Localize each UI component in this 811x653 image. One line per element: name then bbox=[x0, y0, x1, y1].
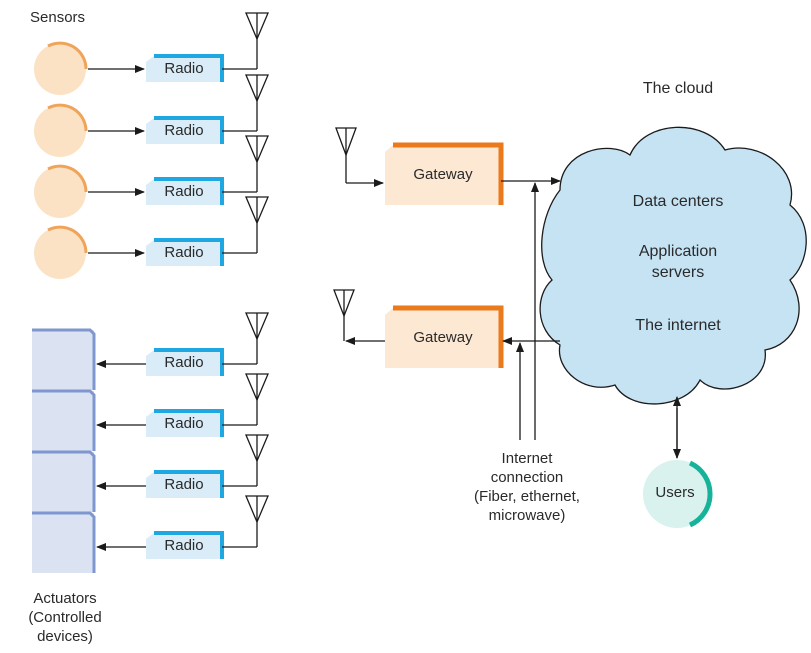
sensor-radio-label: Radio bbox=[164, 244, 204, 261]
sensor-icon bbox=[34, 41, 88, 95]
actuator-icon bbox=[32, 389, 96, 451]
gateway-bottom-label: Gateway bbox=[413, 329, 473, 346]
users-icon bbox=[643, 460, 713, 528]
sensor-icon bbox=[34, 164, 88, 218]
actuator-radio-label: Radio bbox=[164, 354, 204, 371]
actuators-label: Actuators (Controlled devices) bbox=[28, 590, 102, 645]
antenna-icon bbox=[222, 12, 269, 70]
actuator-radio-box bbox=[146, 531, 224, 559]
sensor-radio-box bbox=[146, 238, 224, 266]
cloud-application-servers: Application servers bbox=[638, 243, 718, 281]
sensor-row bbox=[34, 12, 269, 95]
actuator-row bbox=[32, 495, 269, 573]
cloud-title: The cloud bbox=[642, 80, 714, 97]
cloud-shape bbox=[539, 126, 807, 405]
antenna-icon bbox=[222, 312, 269, 365]
sensors-label: Sensors bbox=[30, 9, 86, 26]
internet-connection-label: Internet connection (Fiber, ethernet, mi… bbox=[474, 450, 580, 524]
antenna-icon bbox=[222, 196, 269, 254]
antenna-icon bbox=[222, 373, 269, 426]
actuator-row bbox=[32, 434, 269, 512]
gateway-top-antenna-icon bbox=[335, 127, 384, 187]
actuator-radio-box bbox=[146, 409, 224, 437]
actuator-icon bbox=[32, 511, 96, 573]
users-label: Users bbox=[655, 484, 695, 501]
sensor-radio-label: Radio bbox=[164, 183, 204, 200]
actuator-row bbox=[32, 312, 269, 390]
sensor-radio-label: Radio bbox=[164, 60, 204, 77]
gateway-top-label: Gateway bbox=[413, 166, 473, 183]
sensor-row bbox=[34, 74, 269, 157]
antenna-icon bbox=[222, 135, 269, 193]
actuator-radio-label: Radio bbox=[164, 415, 204, 432]
actuator-radio-label: Radio bbox=[164, 537, 204, 554]
sensor-radio-label: Radio bbox=[164, 122, 204, 139]
sensor-icon bbox=[34, 103, 88, 157]
sensor-row bbox=[34, 196, 269, 279]
gateway-bottom bbox=[385, 305, 504, 368]
antenna-icon bbox=[222, 495, 269, 548]
antenna-icon bbox=[222, 74, 269, 132]
actuator-icon bbox=[32, 450, 96, 512]
actuator-radio-label: Radio bbox=[164, 476, 204, 493]
sensor-radio-box bbox=[146, 116, 224, 144]
gateway-top bbox=[385, 142, 504, 205]
cloud-internet: The internet bbox=[635, 317, 721, 334]
sensor-row bbox=[34, 135, 269, 218]
actuator-radio-box bbox=[146, 348, 224, 376]
gateway-bottom-antenna-icon bbox=[333, 289, 385, 345]
actuator-row bbox=[32, 373, 269, 451]
sensor-radio-box bbox=[146, 177, 224, 205]
sensor-icon bbox=[34, 225, 88, 279]
actuator-radio-box bbox=[146, 470, 224, 498]
sensor-radio-box bbox=[146, 54, 224, 82]
antenna-icon bbox=[222, 434, 269, 487]
cloud-data-centers: Data centers bbox=[632, 193, 724, 210]
actuator-icon bbox=[32, 328, 96, 390]
